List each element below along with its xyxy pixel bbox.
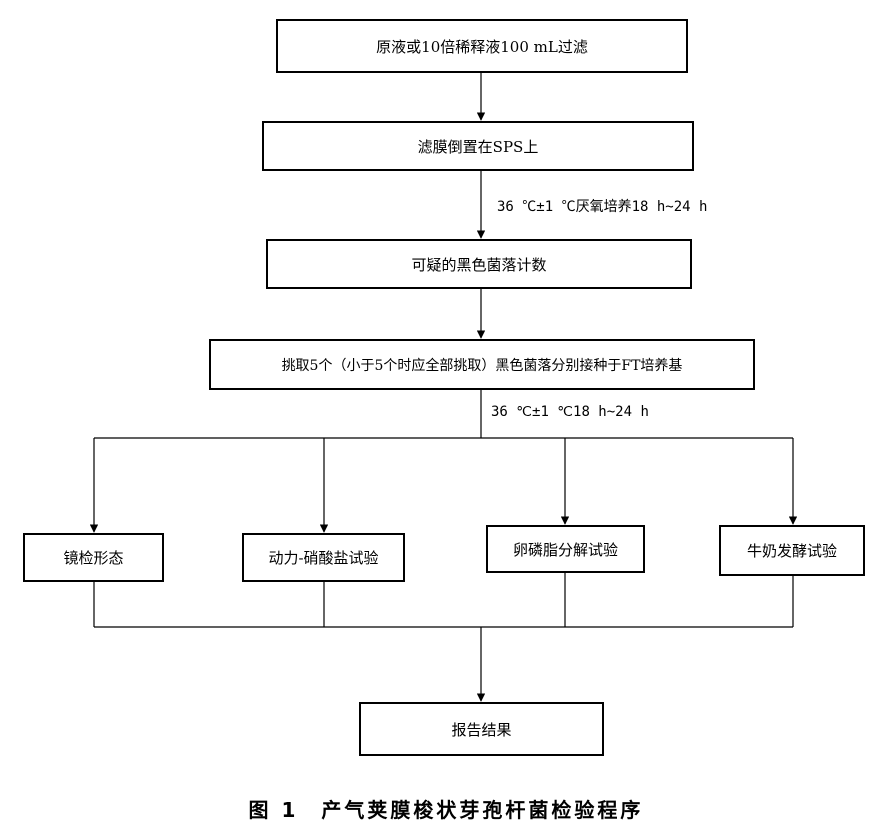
test-milk-fermentation-box: 牛奶发酵试验 xyxy=(719,525,865,576)
step-membrane-box: 滤膜倒置在SPS上 xyxy=(262,121,694,171)
test-lecithinase-box: 卵磷脂分解试验 xyxy=(486,525,645,573)
figure-caption: 图 1 产气荚膜梭状芽孢杆菌检验程序 xyxy=(248,798,644,822)
incubation-condition-2: 36 ℃±1 ℃18 h~24 h xyxy=(491,404,649,420)
step-filter-label: 原液或10倍稀释液100 mL过滤 xyxy=(376,37,588,56)
test-motility-nitrate-label: 动力-硝酸盐试验 xyxy=(268,549,379,567)
step-membrane-label: 滤膜倒置在SPS上 xyxy=(417,137,539,156)
result-box: 报告结果 xyxy=(359,702,604,756)
test-milk-fermentation-label: 牛奶发酵试验 xyxy=(746,542,837,560)
step-filter-box: 原液或10倍稀释液100 mL过滤 xyxy=(276,19,688,73)
step-pick-label: 挑取5个（小于5个时应全部挑取）黑色菌落分别接种于FT培养基 xyxy=(281,357,683,374)
test-microscopy-label: 镜检形态 xyxy=(63,549,124,567)
step-pick-box: 挑取5个（小于5个时应全部挑取）黑色菌落分别接种于FT培养基 xyxy=(209,339,755,390)
incubation-condition-1: 36 ℃±1 ℃厌氧培养18 h~24 h xyxy=(497,199,708,215)
test-microscopy-box: 镜检形态 xyxy=(23,533,164,582)
step-count-label: 可疑的黑色菌落计数 xyxy=(411,255,547,274)
test-motility-nitrate-box: 动力-硝酸盐试验 xyxy=(242,533,405,582)
result-label: 报告结果 xyxy=(451,720,512,739)
step-count-box: 可疑的黑色菌落计数 xyxy=(266,239,692,289)
test-lecithinase-label: 卵磷脂分解试验 xyxy=(512,540,618,559)
